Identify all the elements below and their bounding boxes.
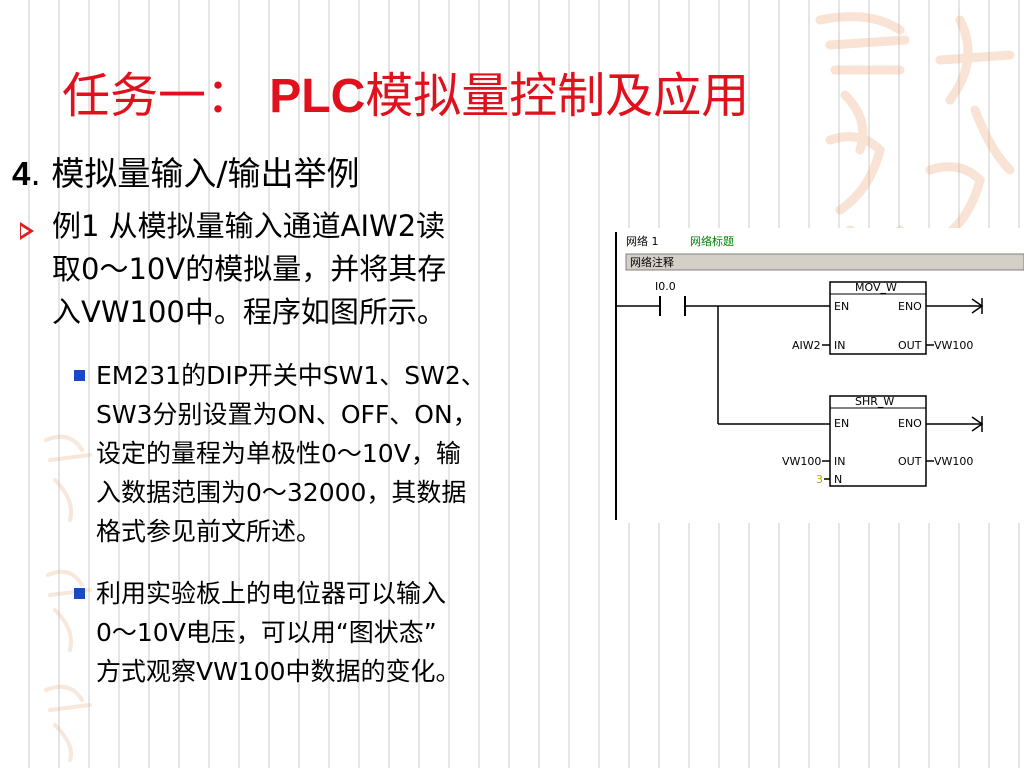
shr-w-block[interactable] — [829, 395, 927, 487]
section-number: 4 — [12, 155, 31, 192]
example-line: 例1 从模拟量输入通道AIW2读 — [52, 209, 446, 243]
mov-w-eno: ENO — [898, 300, 922, 313]
bullet-line: 格式参见前文所述。 — [96, 517, 322, 546]
mov-w-in-operand[interactable]: AIW2 — [792, 339, 821, 352]
bullet-square-icon — [74, 370, 85, 381]
bullet-line: SW3分别设置为ON、OFF、ON， — [96, 400, 478, 429]
example-line: 取0～10V的模拟量，并将其存 — [52, 252, 447, 286]
shr-w-out-label: OUT — [898, 455, 922, 468]
section-text: 模拟量输入/输出举例 — [51, 154, 360, 193]
bullet-item: EM231的DIP开关中SW1、SW2、 SW3分别设置为ON、OFF、ON， … — [96, 356, 616, 551]
shr-w-en: EN — [834, 417, 849, 430]
bullet-line: 0～10V电压，可以用“图状态” — [96, 618, 437, 647]
mov-w-out-operand[interactable]: VW100 — [934, 339, 973, 352]
mov-w-in-label: IN — [834, 339, 845, 352]
network-label: 网络 1 — [626, 234, 659, 248]
page-title: 任务一： PLC模拟量控制及应用 — [62, 56, 749, 126]
mov-w-out-label: OUT — [898, 339, 922, 352]
bullet-line: 入数据范围为0～32000，其数据 — [96, 478, 467, 507]
bullet-arrow-icon — [20, 222, 34, 240]
shr-w-eno: ENO — [898, 417, 922, 430]
section-heading: 4. 模拟量输入/输出举例 — [12, 147, 359, 195]
bullet-line: 方式观察VW100中数据的变化。 — [96, 657, 461, 686]
mov-w-en: EN — [834, 300, 849, 313]
bullet-item: 利用实验板上的电位器可以输入 0～10V电压，可以用“图状态” 方式观察VW10… — [96, 574, 616, 691]
shr-w-name: SHR_W — [855, 395, 894, 408]
network-comment-bar[interactable] — [625, 253, 1024, 271]
mov-w-name: MOV_W — [855, 281, 897, 294]
bullet-line: EM231的DIP开关中SW1、SW2、 — [96, 361, 486, 390]
title-prefix: 任务一： — [62, 68, 270, 124]
network-title[interactable]: 网络标题 — [690, 234, 734, 248]
example-paragraph: 例1 从模拟量输入通道AIW2读 取0～10V的模拟量，并将其存 入VW100中… — [52, 205, 592, 334]
example-line: 入VW100中。程序如图所示。 — [52, 295, 446, 329]
section-separator: . — [30, 154, 52, 193]
network-comment: 网络注释 — [630, 255, 674, 269]
shr-w-in-label: IN — [834, 455, 845, 468]
shr-w-out-operand[interactable]: VW100 — [934, 455, 973, 468]
ladder-diagram: 网络 1 网络标题 网络注释 I0.0 MOV_W EN ENO IN OUT … — [610, 228, 1024, 523]
shr-w-n-label: N — [834, 473, 842, 486]
bullet-square-icon — [74, 588, 85, 599]
shr-w-n-operand[interactable]: 3 — [816, 473, 823, 486]
bullet-line: 利用实验板上的电位器可以输入 — [96, 579, 447, 608]
title-latin: PLC — [269, 70, 366, 123]
contact-address: I0.0 — [655, 280, 676, 293]
shr-w-in-operand[interactable]: VW100 — [782, 455, 821, 468]
bullet-line: 设定的量程为单极性0～10V，输 — [96, 439, 461, 468]
title-suffix: 模拟量控制及应用 — [365, 68, 750, 124]
